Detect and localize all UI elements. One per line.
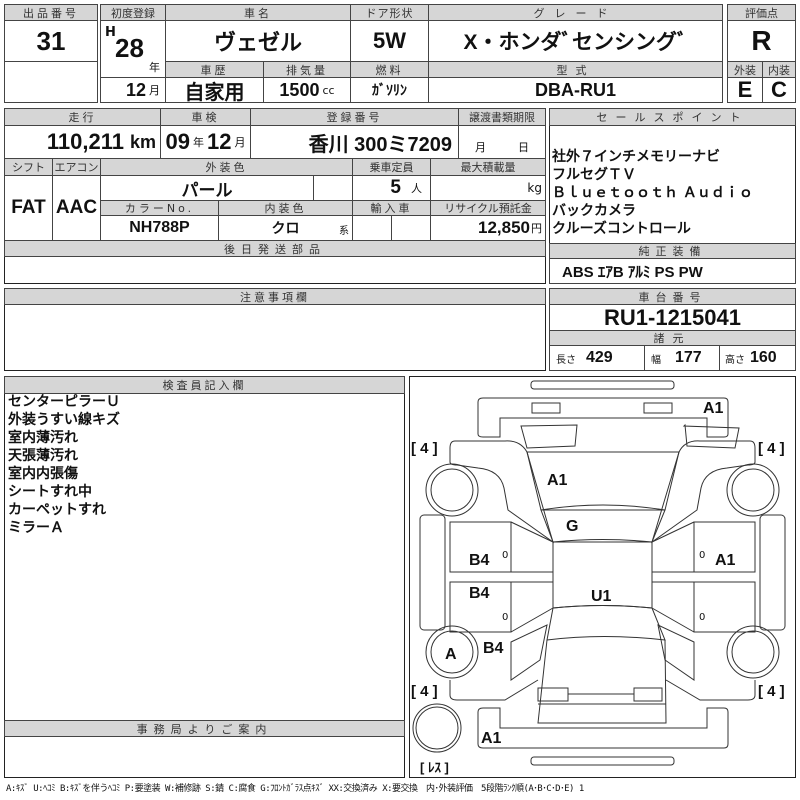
length-label: 長さ	[556, 354, 576, 366]
sales-point: クルーズコントロール	[552, 221, 691, 237]
rear-bumper-damage: A1	[481, 730, 502, 747]
inspector-label: 検査員記入欄	[4, 376, 405, 394]
spare-tire: [ ﾚｽ ]	[420, 760, 449, 775]
width: 177	[675, 349, 702, 366]
sales-point: 社外７インチメモリーナビ	[552, 149, 720, 165]
tire-front-left: [ 4 ]	[411, 440, 438, 457]
legend: A:ｷｽﾞ U:ﾍｺﾐ B:ｷｽﾞを伴うﾍｺﾐ P:要塗装 W:補修跡 S:錆 …	[6, 784, 584, 794]
doors-label: ドア形状	[350, 4, 429, 21]
import-label: 輸入車	[352, 200, 431, 216]
year-unit: 年	[149, 61, 160, 74]
width-label: 幅	[651, 354, 661, 366]
inspector-note: 天張薄汚れ	[8, 448, 78, 464]
inspection-month: 12	[207, 129, 232, 154]
int-color-suffix: 系	[339, 226, 349, 237]
sales-point: バックカメラ	[552, 203, 636, 219]
mileage: 110,211	[46, 129, 124, 154]
length: 429	[586, 349, 613, 366]
right-front-door-damage: A1	[715, 552, 736, 569]
inspector-note: ミラーＡ	[8, 520, 64, 536]
lot-blank	[4, 61, 98, 103]
inspector-note: センターピラーＵ	[8, 394, 120, 410]
recycle: 12,850	[478, 218, 530, 237]
month-unit: 月	[149, 84, 160, 97]
car-name: ヴェゼル	[165, 20, 351, 62]
km-unit: km	[129, 131, 156, 152]
door-mark: 0	[699, 550, 706, 561]
damage-diagram	[409, 376, 796, 778]
sales-point: フルセグＴＶ	[552, 167, 636, 183]
glass-damage: G	[566, 518, 579, 535]
fuel-label: 燃料	[350, 61, 429, 78]
roof-damage: U1	[591, 588, 612, 605]
later-parts-label: 後日発送部品	[4, 240, 546, 257]
windshield-damage: A1	[547, 472, 568, 489]
int-color: クロ	[271, 220, 300, 236]
inspection-month-unit: 月	[234, 136, 246, 149]
door-mark: 0	[502, 612, 509, 623]
inspector-note: シートすれ中	[8, 484, 92, 500]
inspector-notes: センターピラーＵ 外装うすい線キズ 室内薄汚れ 天張薄汚れ 室内内張傷 シートす…	[8, 393, 120, 537]
capacity-unit: 人	[411, 182, 422, 195]
model: DBA-RU1	[428, 77, 723, 103]
tire-rear-right: [ 4 ]	[758, 683, 785, 700]
inspector-note: カーペットすれ	[8, 502, 106, 518]
color-no-label: カラーNo.	[100, 200, 219, 216]
door-mark: 0	[502, 550, 509, 561]
transfer-day: 日	[518, 141, 529, 154]
inspector-note: 外装うすい線キズ	[8, 412, 120, 428]
left-rear-wheel-damage: A	[445, 646, 457, 663]
inspection-year: 09	[165, 129, 190, 154]
sales-label: セールスポイント	[549, 108, 796, 126]
height-label: 高さ	[725, 354, 745, 366]
lot-number: 31	[4, 20, 98, 62]
equipment-label: 純正装備	[549, 243, 796, 259]
yen-unit: 円	[531, 222, 542, 235]
notes-label: 注意事項欄	[4, 288, 546, 305]
door-mark: 0	[699, 612, 706, 623]
left-rear-door-damage: B4	[469, 585, 490, 602]
height-cell: 高さ 160	[719, 345, 796, 371]
sales-points-list: 社外７インチメモリーナビ フルセグＴＶ Ｂｌｕｅｔｏｏｔｈ Ａｕｄｉｏ バックカ…	[552, 148, 753, 238]
tire-front-right: [ 4 ]	[758, 440, 785, 457]
transfer-month: 月	[475, 141, 486, 154]
front-bumper-damage: A1	[703, 400, 724, 417]
left-front-door-damage: B4	[469, 552, 490, 569]
height: 160	[750, 349, 777, 366]
max-load-label: 最大積載量	[430, 158, 546, 176]
inspection-year-unit: 年	[193, 136, 204, 149]
first-reg-label: 初度登録	[100, 4, 166, 21]
int-score: C	[762, 77, 796, 103]
recycle-label: リサイクル預託金	[430, 200, 546, 216]
plate-label: 登録番号	[250, 108, 459, 126]
inspector-note: 室内薄汚れ	[8, 430, 78, 446]
office-label: 事務局よりご案内	[4, 720, 405, 737]
first-reg-year: 28	[115, 33, 144, 63]
score-label: 評価点	[727, 4, 796, 21]
equipment: ABS ｴｱB ｱﾙﾐ PS PW	[549, 258, 796, 284]
displacement: 1500	[279, 79, 320, 100]
cc-unit: cc	[322, 83, 335, 97]
tire-rear-left: [ 4 ]	[411, 683, 438, 700]
left-rear-fender-damage: B4	[483, 640, 504, 657]
capacity: 5	[390, 177, 401, 198]
first-reg-month: 12	[125, 79, 146, 100]
inspector-note: 室内内張傷	[8, 466, 78, 482]
sales-point: Ｂｌｕｅｔｏｏｔｈ Ａｕｄｉｏ	[552, 185, 753, 201]
era: H	[105, 25, 116, 40]
